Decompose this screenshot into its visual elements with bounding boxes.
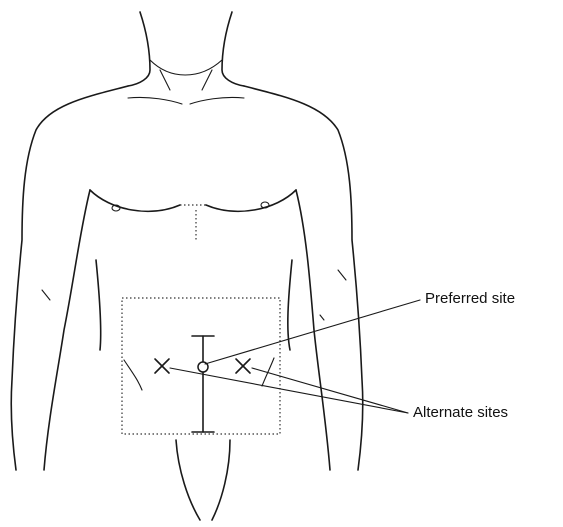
clavicles: [128, 97, 244, 104]
groin: [176, 440, 230, 520]
alternate-sites-label: Alternate sites: [413, 405, 508, 420]
chest: [90, 190, 296, 240]
inner-arms: [42, 190, 346, 470]
incision-line: [192, 336, 214, 432]
alternate-site-left-marker: [155, 359, 169, 373]
alternate-leader-line-left: [170, 368, 408, 413]
alternate-site-right-marker: [236, 359, 250, 373]
neck-outline: [128, 12, 244, 90]
preferred-site-label: Preferred site: [425, 291, 515, 306]
alternate-leader-line-right: [252, 368, 408, 413]
